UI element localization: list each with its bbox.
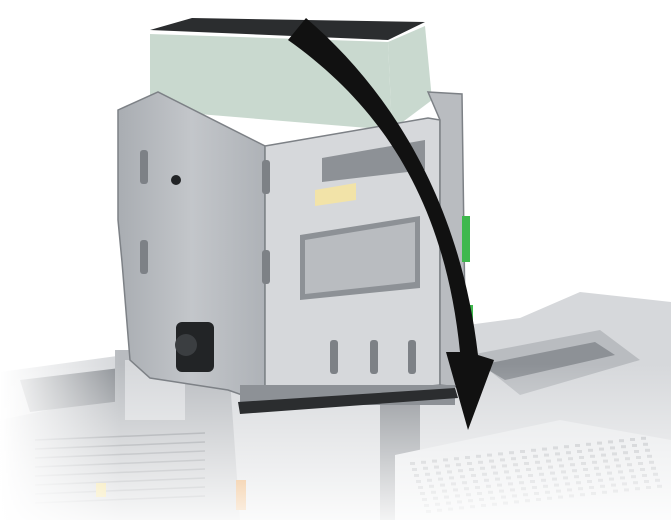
cage-slot (262, 250, 270, 284)
cage-slots (140, 150, 416, 374)
drive-cage (117, 91, 467, 414)
cage-slot (140, 240, 148, 274)
cage-slot (370, 340, 378, 374)
rotation-arrow-icon (288, 18, 494, 430)
drive-latch (171, 175, 214, 372)
drive-label (315, 183, 356, 206)
cage-slot (408, 340, 416, 374)
cage-slot (262, 160, 270, 194)
cage-slot (330, 340, 338, 374)
cage-slot (140, 150, 148, 184)
